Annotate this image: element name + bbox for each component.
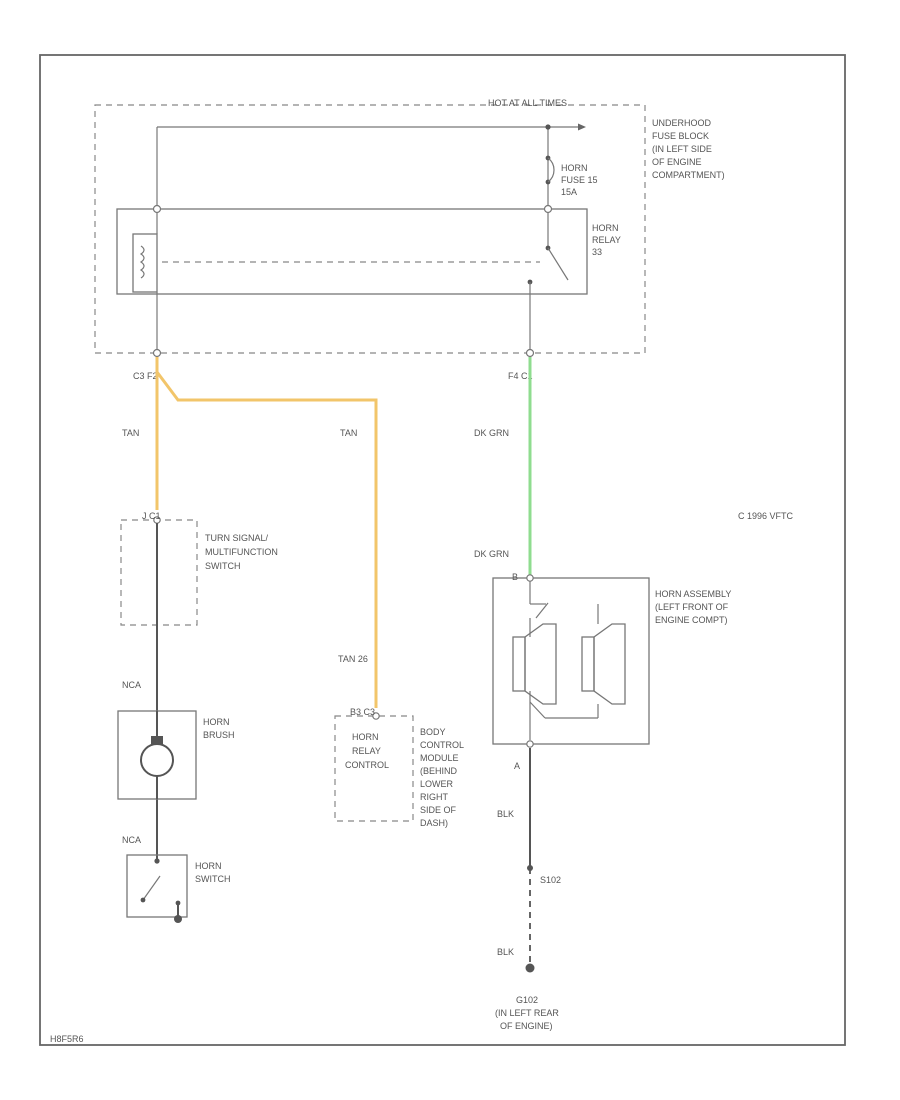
copyright: C 1996 VFTC (738, 511, 794, 521)
svg-text:FUSE 15: FUSE 15 (561, 175, 598, 185)
bcm-pin: B3 C3 (350, 707, 375, 717)
horn-relay (116, 208, 588, 295)
connector-left-pin (152, 348, 162, 358)
svg-text:TURN SIGNAL/: TURN SIGNAL/ (205, 533, 269, 543)
svg-text:COMPARTMENT): COMPARTMENT) (652, 170, 725, 180)
svg-text:RIGHT: RIGHT (420, 792, 449, 802)
horn-pin-b: B (512, 572, 518, 582)
blk-bottom-label: BLK (497, 947, 514, 957)
fuse-block-name: UNDERHOOD FUSE BLOCK (IN LEFT SIDE OF EN… (652, 118, 725, 180)
nca-top-label: NCA (122, 680, 141, 690)
diagram-frame (39, 54, 846, 1046)
blk-top-label: BLK (497, 809, 514, 819)
relay-terminal-right (543, 204, 553, 214)
svg-text:MULTIFUNCTION: MULTIFUNCTION (205, 547, 278, 557)
svg-text:CONTROL: CONTROL (420, 740, 464, 750)
dk-grn-top-label: DK GRN (474, 428, 509, 438)
connector-left-label: C3 F2 (133, 371, 158, 381)
svg-text:HORN: HORN (195, 861, 222, 871)
svg-text:SWITCH: SWITCH (195, 874, 231, 884)
horn-switch (126, 854, 188, 923)
fuse-block-outline (94, 104, 646, 354)
svg-text:OF ENGINE): OF ENGINE) (500, 1021, 553, 1031)
svg-text:G102: G102 (516, 995, 538, 1005)
connector-right-pin (525, 348, 535, 358)
svg-text:(IN LEFT SIDE: (IN LEFT SIDE (652, 144, 712, 154)
svg-text:LOWER: LOWER (420, 779, 454, 789)
bcm-inner-label: HORN RELAY CONTROL (345, 732, 389, 770)
svg-text:SIDE OF: SIDE OF (420, 805, 457, 815)
nca-bottom-label: NCA (122, 835, 141, 845)
svg-text:RELAY: RELAY (352, 746, 381, 756)
ground-label: G102 (IN LEFT REAR OF ENGINE) (495, 995, 559, 1031)
svg-text:DASH): DASH) (420, 818, 448, 828)
turn-signal-switch (120, 519, 198, 626)
corner-code: H8F5R6 (50, 1034, 84, 1044)
svg-text:UNDERHOOD: UNDERHOOD (652, 118, 712, 128)
fuse-block-bus-label: HOT AT ALL TIMES (488, 98, 567, 108)
svg-text:MODULE: MODULE (420, 753, 459, 763)
svg-text:RELAY: RELAY (592, 235, 621, 245)
splice-s102 (527, 865, 533, 871)
connector-right-label: F4 C1 (508, 371, 533, 381)
horn-switch-label: HORN SWITCH (195, 861, 231, 884)
svg-text:HORN ASSEMBLY: HORN ASSEMBLY (655, 589, 731, 599)
bcm-label: BODY CONTROL MODULE (BEHIND LOWER RIGHT … (420, 727, 464, 828)
relay-terminal-left (152, 204, 162, 214)
dk-grn-bottom-label: DK GRN (474, 549, 509, 559)
horn-fuse-label: HORN FUSE 15 15A (561, 163, 598, 197)
horn-fuse (545, 124, 555, 207)
turn-switch-pin: J C1 (142, 511, 161, 521)
svg-text:(BEHIND: (BEHIND (420, 766, 458, 776)
svg-text:(IN LEFT REAR: (IN LEFT REAR (495, 1008, 559, 1018)
svg-text:HORN: HORN (561, 163, 588, 173)
svg-text:ENGINE COMPT): ENGINE COMPT) (655, 615, 728, 625)
svg-text:33: 33 (592, 247, 602, 257)
svg-text:FUSE BLOCK: FUSE BLOCK (652, 131, 709, 141)
svg-text:HORN: HORN (352, 732, 379, 742)
splice-label: S102 (540, 875, 561, 885)
tan-right-label: TAN (340, 428, 357, 438)
horn-pin-a: A (514, 761, 520, 771)
svg-text:HORN: HORN (203, 717, 230, 727)
ground-g102 (525, 963, 535, 973)
horn-brush (117, 710, 197, 800)
horn-assembly-label: HORN ASSEMBLY (LEFT FRONT OF ENGINE COMP… (655, 589, 731, 625)
svg-text:15A: 15A (561, 187, 577, 197)
horn-brush-label: HORN BRUSH (203, 717, 235, 740)
svg-text:HORN: HORN (592, 223, 619, 233)
tan-pin-label: TAN 26 (338, 654, 368, 664)
svg-text:BRUSH: BRUSH (203, 730, 235, 740)
horn-relay-label: HORN RELAY 33 (592, 223, 621, 257)
battery-bus (156, 123, 586, 207)
svg-text:OF ENGINE: OF ENGINE (652, 157, 702, 167)
svg-text:CONTROL: CONTROL (345, 760, 389, 770)
svg-text:SWITCH: SWITCH (205, 561, 241, 571)
svg-text:BODY: BODY (420, 727, 446, 737)
tan-left-label: TAN (122, 428, 139, 438)
turn-switch-label: TURN SIGNAL/ MULTIFUNCTION SWITCH (205, 533, 278, 571)
tan-wire (155, 357, 378, 708)
horn-assembly (492, 577, 650, 745)
svg-text:(LEFT FRONT OF: (LEFT FRONT OF (655, 602, 729, 612)
